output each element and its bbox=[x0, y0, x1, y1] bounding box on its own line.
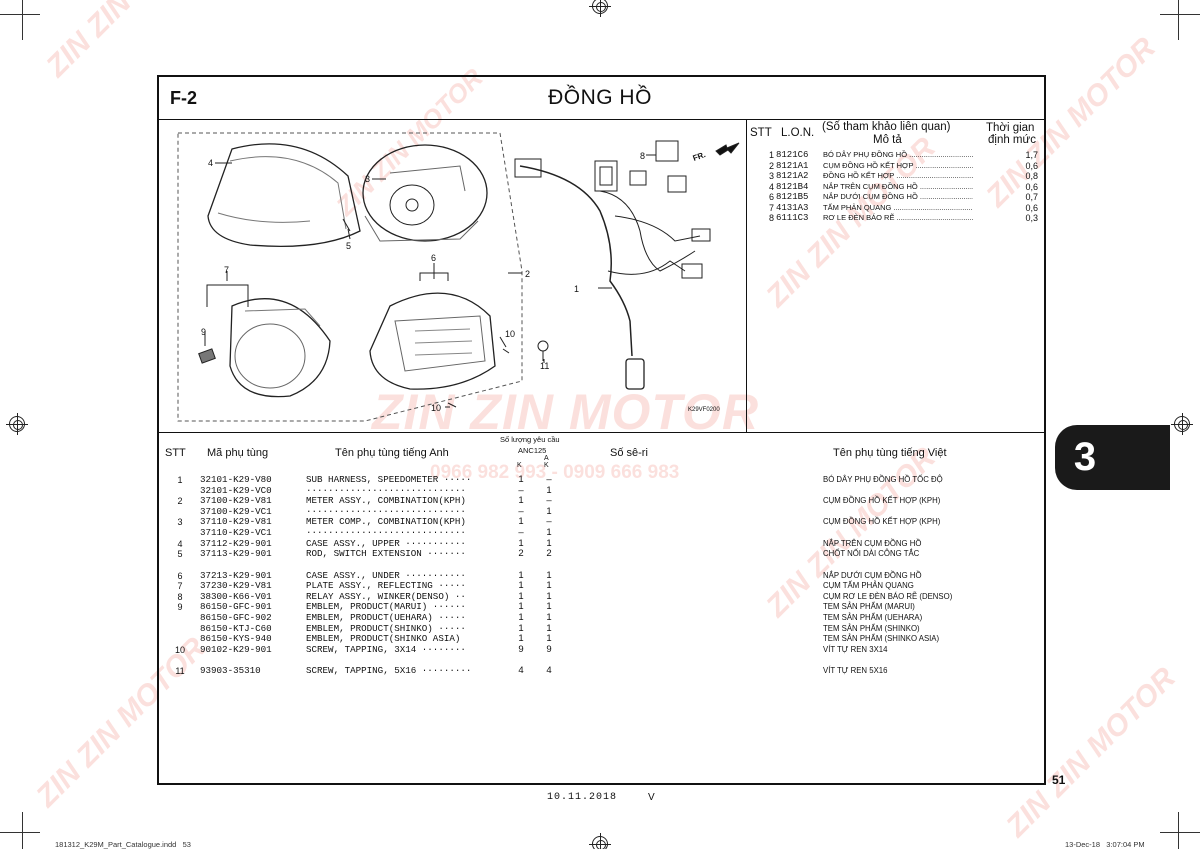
relay-part bbox=[655, 140, 679, 162]
column-header-quantity: Số lượng yêu cầu bbox=[500, 435, 560, 444]
column-header-name-en: Tên phụ tùng tiếng Anh bbox=[335, 447, 449, 459]
callout-1: 1 bbox=[574, 284, 579, 294]
callout-6: 6 bbox=[431, 253, 436, 263]
callout-10: 10 bbox=[431, 403, 441, 413]
callout-2: 2 bbox=[525, 269, 530, 279]
section-code: F-2 bbox=[170, 88, 197, 108]
column-header-k: K bbox=[517, 462, 522, 469]
column-header-serial: Số sê-ri bbox=[610, 447, 648, 459]
footer-date-code: 10.11.2018 bbox=[547, 792, 618, 803]
page-number: 51 bbox=[1052, 773, 1066, 787]
registration-mark-icon bbox=[6, 413, 28, 435]
callout-3: 3 bbox=[365, 174, 370, 184]
registration-mark-icon bbox=[589, 833, 611, 849]
column-header-lon: L.O.N. bbox=[781, 127, 815, 139]
column-header-part-no: Mã phụ tùng bbox=[207, 447, 269, 459]
callout-5: 5 bbox=[346, 241, 351, 251]
footer-version: V bbox=[648, 792, 655, 803]
figure-code: K29VF0200 bbox=[688, 407, 720, 413]
column-header-k2: K bbox=[544, 462, 549, 469]
front-direction-label: FR. bbox=[692, 150, 707, 163]
under-case-part bbox=[369, 292, 496, 390]
column-header-model: ANC125 bbox=[518, 446, 547, 455]
front-direction-arrow-icon bbox=[715, 142, 740, 156]
page-title: ĐỒNG HỒ bbox=[548, 86, 652, 109]
meter-comp-part bbox=[362, 144, 488, 242]
callout-10: 10 bbox=[505, 329, 515, 339]
callout-9: 9 bbox=[201, 327, 206, 337]
column-header-a: A bbox=[544, 455, 549, 462]
table-row: 32101-K29-VC0···························… bbox=[200, 484, 552, 496]
footer-file-name: 181312_K29M_Part_Catalogue.indd 53 bbox=[55, 840, 191, 849]
column-header-time-unit: định mức bbox=[988, 134, 1036, 146]
callout-8: 8 bbox=[640, 151, 645, 161]
column-header-stt: STT bbox=[750, 127, 772, 139]
divider bbox=[159, 432, 1044, 433]
column-header-time: Thời gian bbox=[986, 122, 1035, 134]
callout-11: 11 bbox=[540, 361, 549, 371]
callout-7: 7 bbox=[224, 265, 229, 275]
column-header-desc-note: (Số tham khảo liên quan) bbox=[822, 121, 951, 133]
divider bbox=[746, 120, 747, 432]
column-header-stt: STT bbox=[165, 447, 186, 459]
divider bbox=[159, 119, 1044, 120]
reflector-plate-part bbox=[229, 298, 331, 398]
table-row: 37100-K29-VC1···························… bbox=[200, 505, 552, 517]
sub-harness-part bbox=[519, 165, 633, 357]
column-header-name-vn: Tên phụ tùng tiếng Việt bbox=[833, 447, 947, 459]
section-tab-number: 3 bbox=[1073, 435, 1097, 479]
footer-print-stamp: 13-Dec-18 3:07:04 PM bbox=[1065, 840, 1145, 849]
exploded-parts-diagram: 4 3 5 7 6 2 1 9 10 11 10 8 FR. K29VF0200 bbox=[177, 132, 740, 422]
section-tab bbox=[1055, 425, 1170, 490]
registration-mark-icon bbox=[1171, 413, 1193, 435]
page-frame bbox=[157, 75, 1046, 785]
registration-mark-icon bbox=[589, 0, 611, 17]
column-header-desc: Mô tả bbox=[873, 134, 902, 146]
upper-case-part bbox=[207, 143, 361, 247]
table-row: 37110-K29-VC1···························… bbox=[200, 527, 552, 538]
callout-4: 4 bbox=[208, 158, 213, 168]
